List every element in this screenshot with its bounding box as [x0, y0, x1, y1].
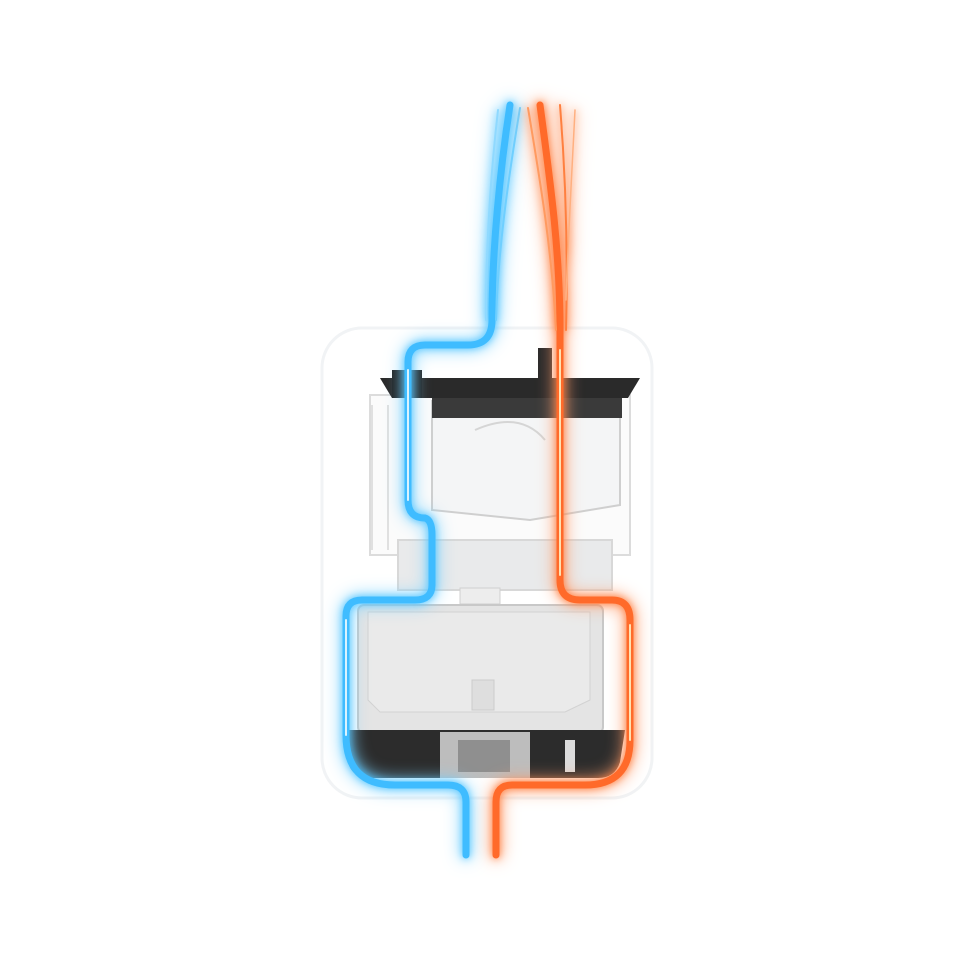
station-base	[345, 730, 625, 778]
dust-bin	[357, 604, 604, 734]
clean-water-flow	[342, 101, 521, 859]
dirty-water-flow	[492, 101, 634, 859]
station-outline	[320, 326, 654, 800]
